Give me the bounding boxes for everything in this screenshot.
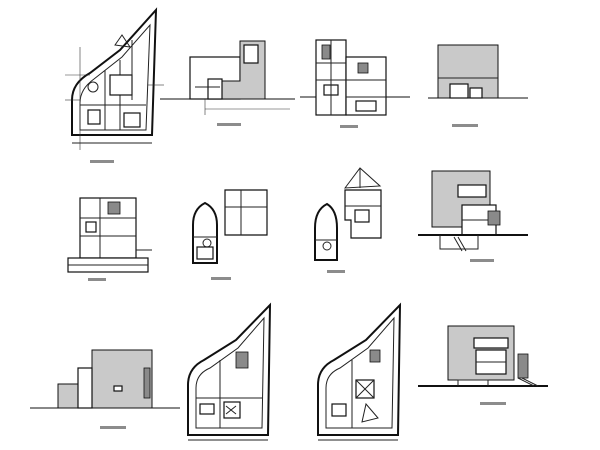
scale-bar (470, 259, 494, 262)
drawing-plan-level-2 (314, 167, 382, 273)
scale-bar (340, 125, 358, 128)
scale-bar (90, 160, 114, 163)
drawing-elevation-1 (160, 40, 295, 126)
scale-bar (100, 426, 126, 429)
drawing-plan-level-5 (317, 302, 402, 441)
scale-bar (480, 402, 506, 405)
scale-bar (327, 270, 345, 273)
drawing-perspective-2 (418, 325, 548, 405)
drawing-plan-level-4 (187, 302, 272, 441)
drawing-elevation-2 (428, 44, 528, 127)
drawing-plan-level-3 (65, 7, 164, 163)
drawing-elevation-3 (30, 349, 180, 429)
scale-bar (452, 124, 478, 127)
scale-bar (217, 123, 241, 126)
drawing-perspective-1 (418, 170, 528, 262)
drawing-plan-level-1 (192, 189, 268, 280)
scale-bar (211, 277, 231, 280)
drawing-section-1 (300, 39, 410, 128)
scale-bar (88, 278, 106, 281)
drawing-section-2 (67, 197, 152, 281)
